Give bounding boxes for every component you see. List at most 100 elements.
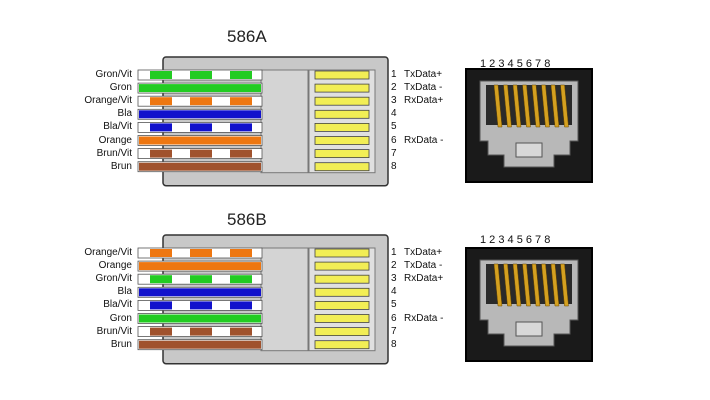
- wire-label-a-1: Gron/Vit: [95, 69, 133, 80]
- wire-label-b-8: Brun: [110, 338, 132, 350]
- jack-pin-a-2: [503, 84, 512, 128]
- wire-stripe-b-7-3: [230, 327, 252, 336]
- diagram-title-586a: 586A: [227, 27, 267, 46]
- wire-stripe-b-5-3: [230, 301, 252, 310]
- wire-stripe-b-1-3: [230, 249, 252, 257]
- wire-stripe-a-7-3: [230, 149, 252, 158]
- pin-signal-b-6: RxData -: [404, 312, 444, 324]
- wire-stripe-b-5-2: [190, 301, 212, 310]
- wire-stripe-a-5-3: [230, 123, 252, 132]
- wire-stripe-a-7-2: [190, 149, 212, 158]
- wire-stripe-b-7-1: [150, 327, 172, 336]
- jack-latch-slot-b: [515, 321, 543, 337]
- pin-signal-a-6: RxData -: [404, 134, 444, 146]
- contact-a-1: [314, 70, 370, 80]
- jack-pin-b-6: [541, 263, 550, 307]
- wire-label-b-2: Orange: [98, 260, 132, 272]
- jack-pin-b-7: [550, 263, 560, 307]
- wire-a-4: [139, 110, 261, 119]
- pin-number-b-3: 3: [391, 273, 397, 285]
- wire-stripe-a-1-3: [230, 71, 252, 79]
- wire-stripe-a-7-1: [150, 149, 172, 158]
- wire-stripe-b-1-1: [150, 249, 172, 257]
- contact-a-3: [314, 96, 370, 106]
- wire-b-2: [139, 262, 261, 271]
- pin-number-b-4: 4: [391, 286, 397, 298]
- wire-stripe-a-5-1: [150, 123, 172, 132]
- wire-label-a-8: Brun: [110, 160, 132, 172]
- pin-signal-b-1: TxData+: [404, 247, 443, 258]
- contact-a-4: [314, 109, 370, 119]
- jack-pin-a-3: [512, 84, 522, 128]
- wire-label-b-1: Orange/Vit: [84, 247, 132, 258]
- wire-label-a-7: Brun/Vit: [96, 147, 132, 159]
- plug-latch-b: [260, 247, 309, 352]
- jack-pin-b-2: [503, 263, 512, 307]
- wire-label-b-4: Bla: [117, 286, 132, 298]
- wire-stripe-a-3-2: [190, 97, 212, 106]
- jack-pin-b-4: [522, 263, 531, 307]
- wire-stripe-b-7-2: [190, 327, 212, 336]
- wire-stripe-b-3-2: [190, 275, 212, 284]
- contact-b-1: [314, 248, 370, 258]
- pin-number-b-2: 2: [391, 260, 397, 272]
- pin-number-a-7: 7: [391, 147, 397, 159]
- jack-pin-numbers-586a: 1 2 3 4 5 6 7 8: [480, 58, 551, 70]
- contact-b-7: [314, 327, 370, 337]
- wire-stripe-b-3-1: [150, 275, 172, 284]
- pin-number-b-1: 1: [391, 247, 397, 258]
- wire-label-a-5: Bla/Vit: [103, 121, 132, 133]
- contact-b-5: [314, 300, 370, 310]
- jack-pin-a-5: [531, 84, 541, 128]
- jack-pin-a-7: [550, 84, 560, 128]
- contact-a-5: [314, 123, 370, 132]
- diagram-title-586b: 586B: [227, 210, 267, 229]
- wire-stripe-a-1-2: [190, 71, 212, 79]
- wire-label-a-4: Bla: [117, 108, 132, 120]
- wire-label-b-5: Bla/Vit: [103, 299, 132, 311]
- wire-stripe-b-1-2: [190, 249, 212, 257]
- contact-b-4: [314, 287, 370, 297]
- jack-pin-a-6: [541, 84, 550, 128]
- wire-stripe-a-3-1: [150, 97, 172, 106]
- pin-number-b-5: 5: [391, 299, 397, 311]
- contact-a-7: [314, 149, 370, 159]
- jack-pin-b-1: [493, 263, 503, 307]
- pin-signal-a-2: TxData -: [404, 82, 443, 94]
- pin-number-b-6: 6: [391, 312, 397, 324]
- pin-number-b-7: 7: [391, 325, 397, 337]
- pin-number-a-8: 8: [391, 160, 397, 172]
- wire-b-4: [139, 288, 261, 297]
- jack-pin-a-8: [560, 84, 569, 128]
- plug-latch-a: [260, 69, 309, 174]
- wire-b-8: [139, 340, 261, 349]
- jack-pin-b-5: [531, 263, 541, 307]
- wire-a-6: [139, 136, 261, 145]
- wire-label-b-7: Brun/Vit: [96, 325, 132, 337]
- wire-label-a-6: Orange: [98, 134, 132, 146]
- jack-pin-a-4: [522, 84, 531, 128]
- contact-a-8: [314, 162, 370, 172]
- pin-signal-b-2: TxData -: [404, 260, 443, 272]
- wire-stripe-a-3-3: [230, 97, 252, 106]
- pin-number-a-4: 4: [391, 108, 397, 120]
- contact-b-3: [314, 274, 370, 284]
- pin-number-a-5: 5: [391, 121, 397, 133]
- contact-b-8: [314, 340, 370, 350]
- pin-number-a-6: 6: [391, 134, 397, 146]
- pin-signal-a-3: RxData+: [404, 95, 444, 107]
- contact-a-2: [314, 83, 370, 93]
- jack-pin-numbers-586b: 1 2 3 4 5 6 7 8: [480, 234, 551, 246]
- wire-stripe-a-1-1: [150, 71, 172, 79]
- contact-a-6: [314, 136, 370, 145]
- wire-label-a-2: Gron: [109, 82, 132, 94]
- pin-signal-b-3: RxData+: [404, 273, 444, 285]
- wire-stripe-b-3-3: [230, 275, 252, 284]
- jack-latch-slot-a: [515, 142, 543, 158]
- jack-pin-a-1: [493, 84, 503, 128]
- contact-b-2: [314, 261, 370, 271]
- wire-label-a-3: Orange/Vit: [84, 95, 132, 107]
- pin-number-a-3: 3: [391, 95, 397, 107]
- pin-number-b-8: 8: [391, 338, 397, 350]
